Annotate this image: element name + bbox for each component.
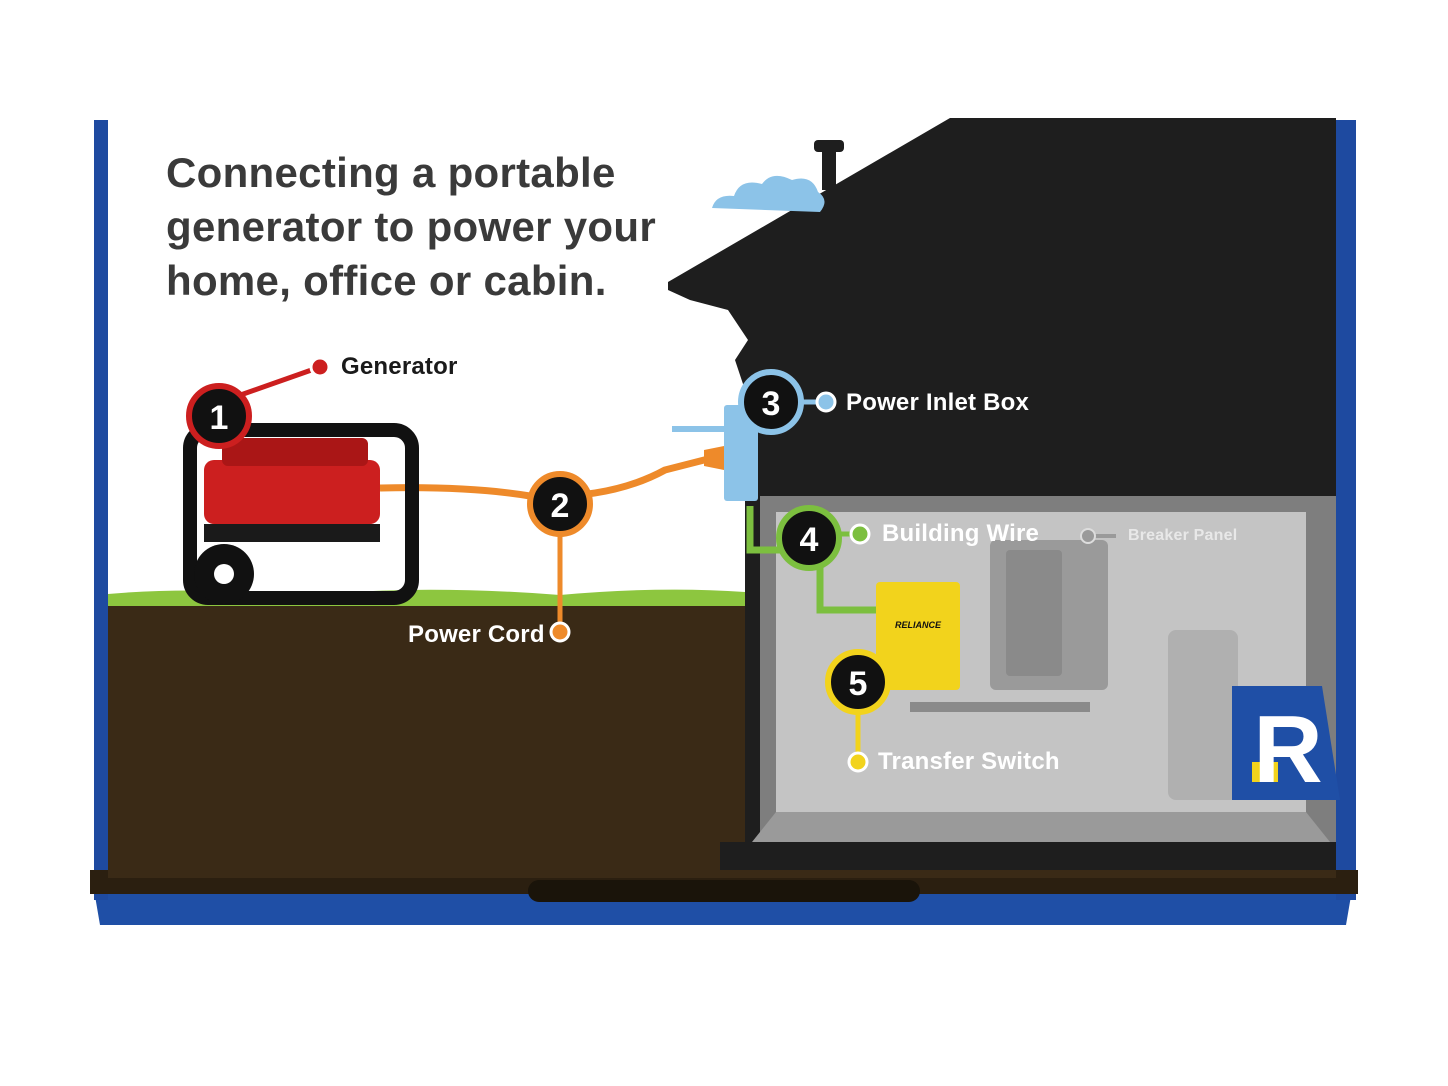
dot-breaker [1080,528,1096,544]
transfer-switch-brand: RELIANCE [895,620,942,630]
generator-frame [183,423,419,605]
page-title: Connecting a portable generator to power… [166,149,656,304]
handle-slot [528,880,920,902]
step-badge-5 [825,649,891,715]
basement-floor [752,812,1330,842]
dot-switch [847,751,869,773]
brand-logo: R [1232,686,1340,803]
generator-base [204,524,380,542]
label-transfer-switch: Transfer Switch [878,748,1060,775]
generator-wheel-hub [214,564,234,584]
label-power-inlet-box: Power Inlet Box [846,389,1030,416]
cloud [712,175,825,212]
generator-engine [204,460,380,524]
breaker-panel-door [1006,550,1062,676]
label-building-wire: Building Wire [882,520,1040,547]
label-power-cord: Power Cord [408,621,545,648]
step-number-3: 3 [762,385,781,423]
box-left-side [94,120,108,900]
chimney-cap [814,140,844,152]
chimney-pipe [822,150,836,190]
label-breaker-panel: Breaker Panel [1128,527,1238,544]
box-body [94,890,1352,925]
generator-tank [222,438,368,466]
step-number-2: 2 [551,487,570,525]
brand-logo-letter: R [1253,696,1322,803]
step-number-4: 4 [800,521,819,559]
leader-generator [231,364,321,401]
step-badge-2 [527,471,593,537]
step-badge-1 [186,383,252,449]
power-inlet-box [724,405,758,501]
step-number-1: 1 [210,399,229,437]
transfer-switch [876,582,960,690]
conduit-pipe [910,702,1090,712]
water-heater [1168,630,1238,800]
step-badge-3 [738,369,804,435]
dot-inlet [815,391,837,413]
dot-cord [549,621,571,643]
inlet-plug [672,426,726,432]
label-generator: Generator [341,353,458,380]
step-badge-4 [776,505,842,571]
dot-generator [309,356,331,378]
dot-wire [849,523,871,545]
box-right-side [1336,120,1356,900]
cord-plug [704,446,724,470]
step-number-5: 5 [849,665,868,703]
